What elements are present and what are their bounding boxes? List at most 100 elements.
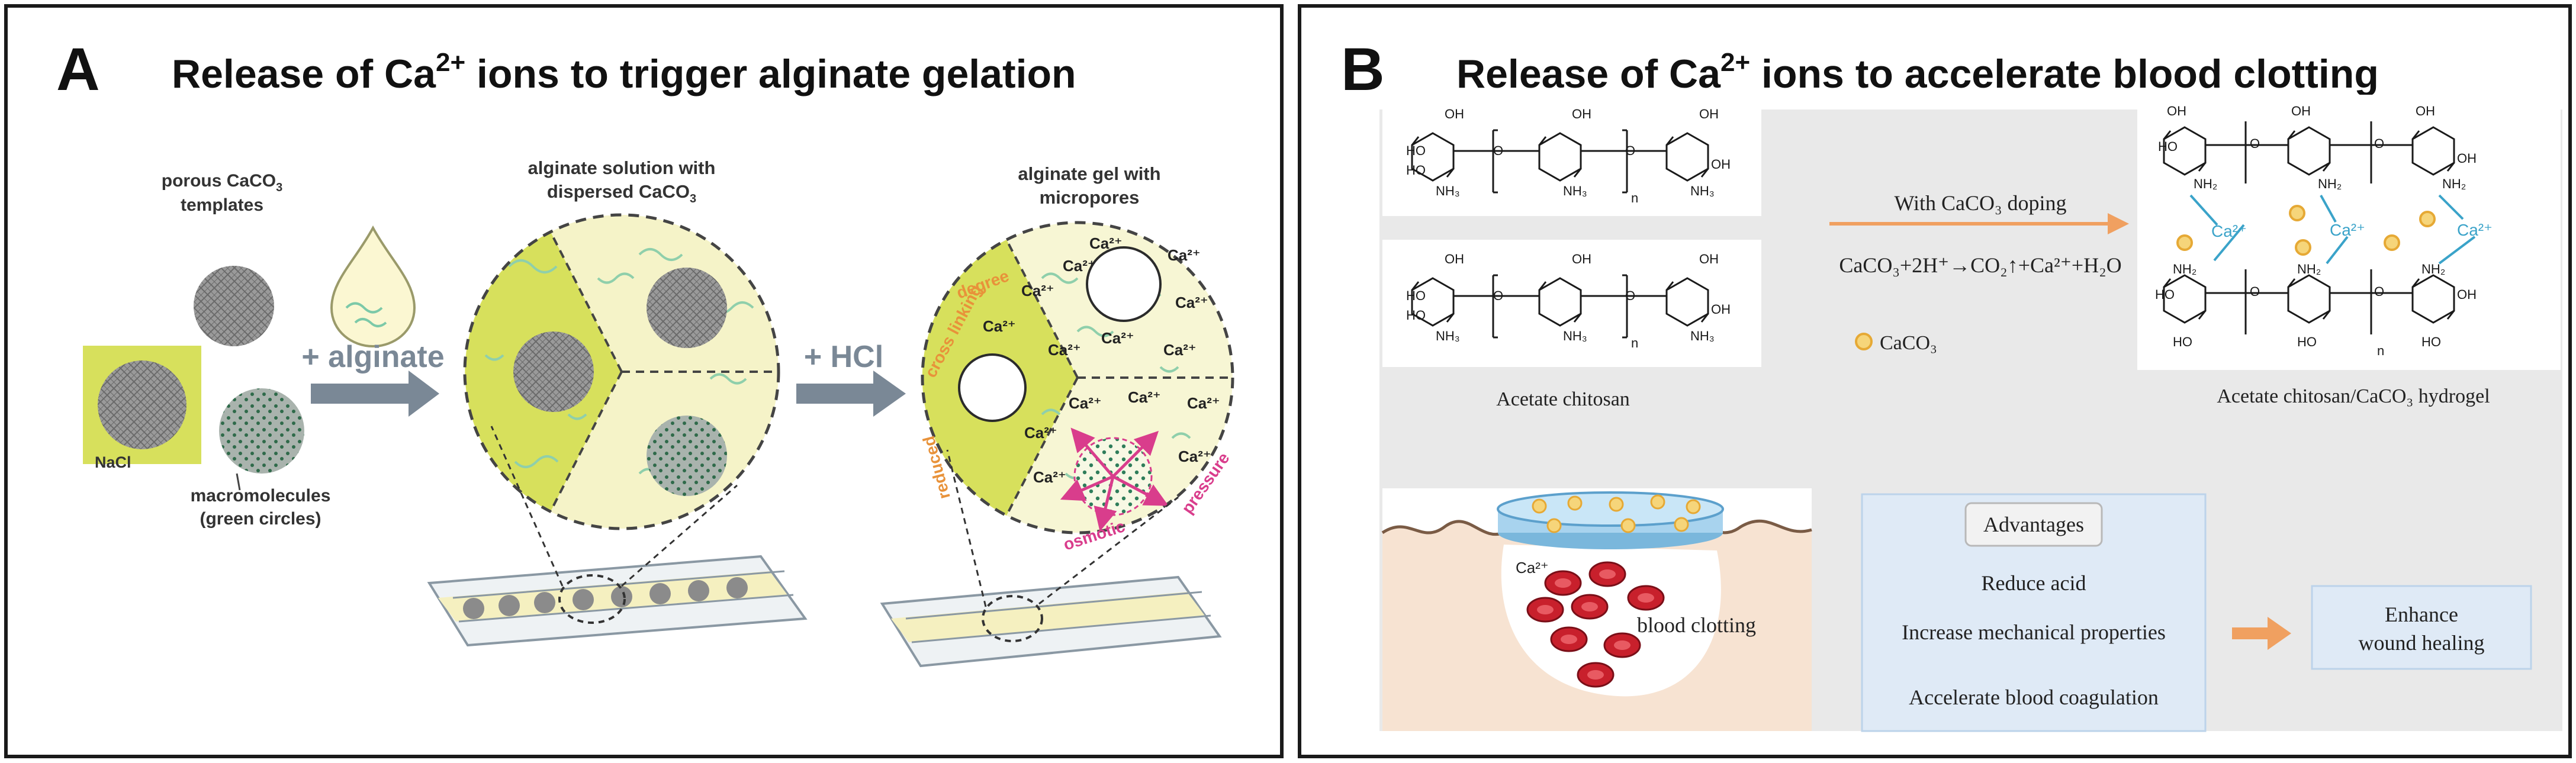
alginate-droplet-icon xyxy=(330,225,416,348)
chem-label: NH₃ xyxy=(1436,183,1460,198)
gel-label: alginate gel with xyxy=(1018,163,1160,184)
alginate-arrow-icon xyxy=(311,371,439,417)
solution-label-line-2: dispersed CaCO3 xyxy=(547,181,696,205)
ca-bridge-label: Ca²⁺ xyxy=(2457,221,2493,239)
chem-label: O xyxy=(2374,284,2384,299)
hydrogel-caption: Acetate chitosan/CaCO₃ hydrogel xyxy=(2217,385,2490,407)
chem-label: O xyxy=(1493,288,1503,303)
templates-label: porous CaCO3 xyxy=(162,171,282,194)
blood-ion-label: Ca²⁺ xyxy=(1516,559,1549,577)
chem-label: O xyxy=(1625,288,1635,303)
advantages-title: Advantages xyxy=(1983,513,2084,536)
chem-label: O xyxy=(1625,143,1635,158)
gel-circle xyxy=(921,221,1234,535)
chem-label: OH xyxy=(1445,107,1464,121)
chem-label: NH₃ xyxy=(1690,183,1715,198)
gel-ion-label: Ca²⁺ xyxy=(1128,388,1161,406)
gel-ion-label: Ca²⁺ xyxy=(1163,341,1197,359)
chem-label: NH₂ xyxy=(2173,262,2196,276)
gel-ion-label: Ca²⁺ xyxy=(1024,424,1057,442)
gel-ion-label: Ca²⁺ xyxy=(1168,246,1201,264)
chem-label: n xyxy=(1631,336,1638,350)
chem-label: OH xyxy=(2167,104,2186,118)
advantages-box: Advantages Reduce acid Increase mechanic… xyxy=(1861,493,2207,732)
panel-a-title: Release of Ca2+ ions to trigger alginate… xyxy=(172,48,1076,96)
blood-clotting-label: blood clotting xyxy=(1637,613,1756,637)
gel-ion-label: Ca²⁺ xyxy=(1175,294,1208,311)
templates-label-line-2: templates xyxy=(181,195,263,215)
panel-a: A Release of Ca2+ ions to trigger algina… xyxy=(4,4,1284,758)
solution-circle xyxy=(463,213,780,530)
chem-label: OH xyxy=(1699,252,1719,266)
hcl-arrow-icon xyxy=(796,371,906,417)
hcl-arrow-label: + HCl xyxy=(804,340,883,374)
caco3-particle-icon xyxy=(1855,333,1873,350)
chem-label: O xyxy=(2374,136,2384,151)
chem-label: OH xyxy=(1699,107,1719,121)
outcome-line-1: Enhance xyxy=(2385,603,2458,626)
advantage-item: Reduce acid xyxy=(1982,571,2086,595)
chem-label: NH₃ xyxy=(1436,329,1460,343)
panel-b-title: Release of Ca2+ ions to accelerate blood… xyxy=(1456,48,2379,96)
caco3-template-circle xyxy=(194,266,274,346)
advantage-item: Accelerate blood coagulation xyxy=(1909,685,2159,709)
gel-ion-label: Ca²⁺ xyxy=(1048,341,1081,359)
chem-label: O xyxy=(1493,143,1503,158)
chem-label: HO xyxy=(2173,334,2192,349)
gel-ion-label: Ca²⁺ xyxy=(1178,448,1211,465)
chem-label: HO xyxy=(2297,334,2317,349)
gel-ion-label: Ca²⁺ xyxy=(1069,394,1102,412)
blood-clotting-illustration: Ca²⁺ blood clotting xyxy=(1381,488,1812,731)
chem-label: NH₂ xyxy=(2442,176,2466,191)
outcome-line-2: wound healing xyxy=(2359,631,2485,655)
chem-label: OH xyxy=(2291,104,2311,118)
gel-ion-label: Ca²⁺ xyxy=(1089,234,1123,252)
chem-label: OH xyxy=(2457,151,2477,166)
chem-label: HO xyxy=(2158,139,2178,154)
chem-label: O xyxy=(2250,136,2260,151)
chem-label: HO xyxy=(2155,287,2175,302)
chem-label: HO xyxy=(2421,334,2441,349)
doping-label: With CaCO₃ doping xyxy=(1894,191,2066,215)
outcome-arrow-icon xyxy=(2232,617,2291,650)
chem-label: OH xyxy=(1711,157,1731,172)
chem-label: OH xyxy=(2457,287,2477,302)
chitosan-caption: Acetate chitosan xyxy=(1496,388,1630,410)
channel-gel xyxy=(880,449,1222,668)
advantages-title-box xyxy=(1964,502,2103,547)
gel-ion-labels: Ca²⁺ Ca²⁺ Ca²⁺ Ca²⁺ Ca²⁺ Ca²⁺ Ca²⁺ Ca²⁺ … xyxy=(983,234,1220,486)
gel-ion-label: Ca²⁺ xyxy=(1063,257,1096,275)
outcome-box: Enhance wound healing xyxy=(2311,585,2532,670)
chem-label: OH xyxy=(1572,252,1591,266)
chem-label: NH₂ xyxy=(2421,262,2445,276)
droplet-strand-icon xyxy=(345,302,387,327)
chem-label: OH xyxy=(1711,302,1731,317)
chem-label: NH₂ xyxy=(2194,176,2217,191)
gel-ion-label: Ca²⁺ xyxy=(1101,329,1134,347)
chem-label: OH xyxy=(2416,104,2435,118)
chem-label: OH xyxy=(1445,252,1464,266)
nacl-template-circle xyxy=(98,360,186,449)
chem-label: OH xyxy=(1572,107,1591,121)
chitosan-structure-bottom: HO HO OH OH OH OH NH₃ NH₃ NH₃ n O O xyxy=(1382,240,1761,367)
ca-bridge-label: Ca²⁺ xyxy=(2211,222,2247,240)
chem-label: NH₃ xyxy=(1563,329,1587,343)
gel-ion-label: Ca²⁺ xyxy=(1187,394,1220,412)
advantage-item: Increase mechanical properties xyxy=(1902,620,2166,644)
chem-label: HO xyxy=(1406,288,1426,303)
channel-solution xyxy=(427,426,808,647)
chem-label: NH₃ xyxy=(1563,183,1587,198)
macromolecules-label: macromolecules xyxy=(191,486,331,506)
gel-ion-label: Ca²⁺ xyxy=(1033,468,1066,486)
chem-label: HO xyxy=(1406,163,1426,178)
chem-label: n xyxy=(2377,343,2384,358)
panel-b: B Release of Ca2+ ions to accelerate blo… xyxy=(1298,4,2572,758)
solution-label: alginate solution with xyxy=(528,157,716,178)
panel-b-letter: B xyxy=(1341,36,1385,103)
chem-label: HO xyxy=(1406,308,1426,323)
macromolecule-template-circle xyxy=(219,388,304,474)
gel-label-line-2: micropores xyxy=(1040,187,1140,208)
chem-label: NH₃ xyxy=(1690,329,1715,343)
chem-label: O xyxy=(2250,284,2260,299)
nacl-label: NaCl xyxy=(95,453,131,471)
